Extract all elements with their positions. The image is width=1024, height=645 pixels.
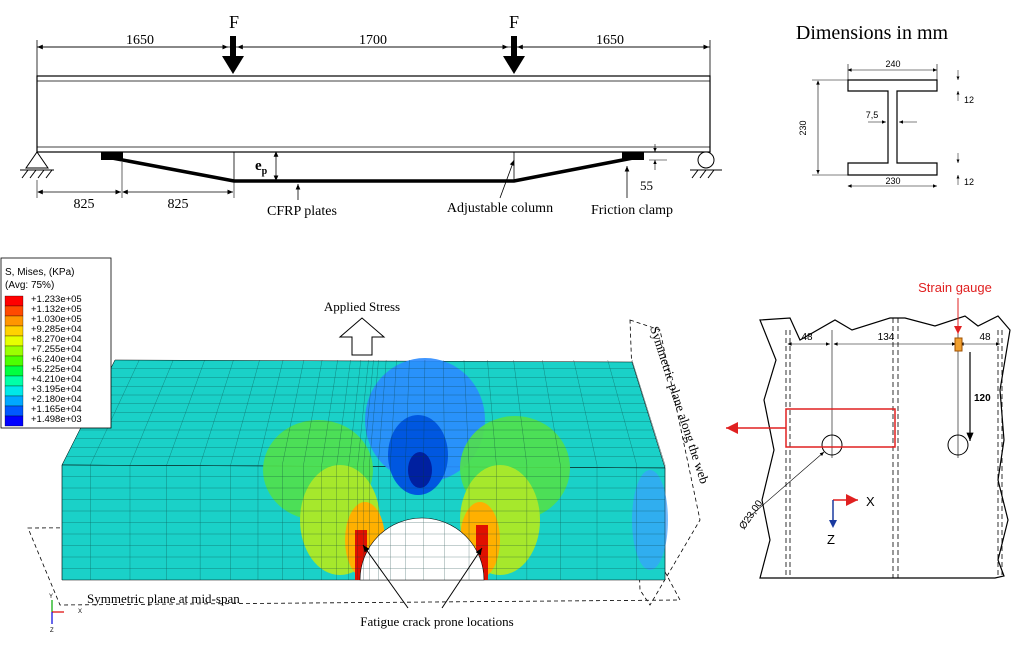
ep-label: ep [255, 158, 268, 177]
legend-swatch [4, 335, 24, 347]
legend-swatch [4, 305, 24, 317]
legend-value: +1.498e+03 [31, 414, 82, 425]
dim-left-label: 1650 [126, 33, 154, 48]
applied-stress-arrow [338, 317, 386, 356]
fe-axis-triad: Y X Z [49, 594, 82, 634]
i-section-shape [847, 79, 938, 176]
legend-swatch [4, 315, 24, 327]
strain-gauge-label: Strain gauge [918, 280, 992, 295]
fe-model: S, Mises, (KPa) (Avg: 75%) +1.233e+05+1.… [0, 257, 712, 634]
legend-swatch [4, 405, 24, 417]
legend-swatch [4, 395, 24, 407]
legend-swatch [4, 385, 24, 397]
flange-top-label: 12 [964, 95, 974, 105]
legend-swatch [4, 325, 24, 337]
legend-value: +1.233e+05 [31, 294, 82, 305]
bottom-width-label: 230 [885, 176, 900, 186]
crack-label: Fatigue crack prone locations [360, 614, 513, 629]
detail-axis-x: X [866, 494, 875, 509]
web-label: 7,5 [866, 110, 879, 120]
column-label: Adjustable column [447, 201, 553, 216]
cfrp-label: CFRP plates [267, 204, 337, 219]
dim-mid-label: 1700 [359, 33, 387, 48]
legend-value: +1.165e+04 [31, 404, 82, 415]
legend-title-2: (Avg: 75%) [5, 280, 54, 291]
steel-beam [36, 75, 711, 153]
legend-value: +1.132e+05 [31, 304, 82, 315]
roller-support-right [690, 151, 722, 179]
fe-mesh [61, 359, 666, 580]
legend-value: +5.225e+04 [31, 364, 82, 375]
load-arrow-right [503, 36, 525, 74]
fe-axis-z-label: Z [50, 628, 54, 634]
web-hole-detail: 48 134 48 120 Strain gauge Ø23,00 X Z [726, 280, 1011, 579]
detail-dim-v: 120 [974, 393, 991, 404]
legend-title-1: S, Mises, (KPa) [5, 267, 74, 278]
top-width-label: 240 [885, 59, 900, 69]
fe-axis-y-label: Y [49, 594, 53, 600]
legend-swatch [4, 375, 24, 387]
legend-value: +4.210e+04 [31, 374, 82, 385]
legend-value: +9.285e+04 [31, 324, 82, 335]
dim-right-label: 1650 [596, 33, 624, 48]
sym-mid-label: Symmetric plane at mid-span [87, 591, 240, 606]
legend-swatch [4, 355, 24, 367]
pin-support-left [20, 151, 54, 179]
legend-value: +3.195e+04 [31, 384, 82, 395]
detail-dim-b: 134 [878, 332, 895, 343]
section-title: Dimensions in mm [796, 22, 949, 44]
legend-value: +1.030e+05 [31, 314, 82, 325]
detail-dim-c: 48 [979, 332, 991, 343]
height-label: 230 [798, 120, 808, 135]
legend-swatch [4, 295, 24, 307]
strain-gauge-marker [954, 337, 963, 352]
clamp-label: Friction clamp [591, 203, 673, 218]
legend-swatch [4, 345, 24, 357]
load-arrow-left [222, 36, 244, 74]
legend-value: +6.240e+04 [31, 354, 82, 365]
legend-swatch [4, 415, 24, 427]
detail-axes: X Z [827, 494, 875, 547]
hole-diameter-label: Ø23,00 [737, 498, 765, 532]
flange-bottom-label: 12 [964, 177, 974, 187]
cfrp-plates [101, 152, 644, 183]
detail-axis-z: Z [827, 532, 835, 547]
cross-section: Dimensions in mm 240 230 230 7,5 12 12 [796, 22, 974, 188]
legend-value: +7.255e+04 [31, 344, 82, 355]
clamp-offset-label: 55 [640, 178, 653, 193]
load-label-right: F [509, 12, 519, 32]
legend-scale: +1.233e+05+1.132e+05+1.030e+05+9.285e+04… [4, 294, 82, 427]
detail-dim-a: 48 [801, 332, 813, 343]
applied-stress-label: Applied Stress [324, 299, 400, 314]
fe-axis-x-label: X [78, 609, 82, 615]
beam-elevation: 1650 1700 1650 F F [20, 12, 722, 219]
legend-swatch [4, 365, 24, 377]
dim-low-1: 825 [74, 197, 95, 212]
legend-value: +8.270e+04 [31, 334, 82, 345]
load-label-left: F [229, 12, 239, 32]
legend-value: +2.180e+04 [31, 394, 82, 405]
dim-low-2: 825 [168, 197, 189, 212]
